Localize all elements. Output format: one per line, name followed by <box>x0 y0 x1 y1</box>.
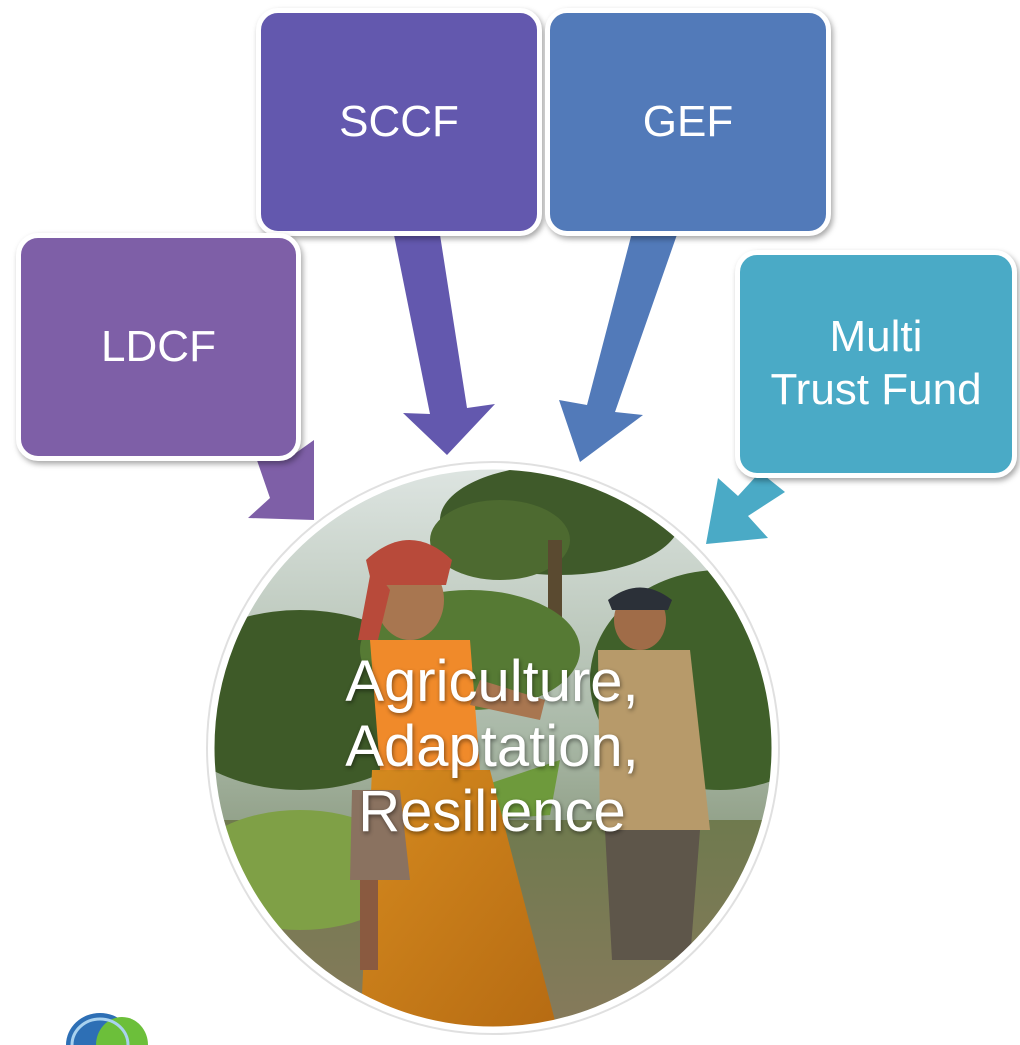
arrow-sccf <box>392 222 495 455</box>
fund-box-ldcf: LDCF <box>16 233 301 461</box>
fund-label-ldcf: LDCF <box>101 321 216 371</box>
hub-label: Agriculture, Adaptation, Resilience <box>345 649 639 844</box>
arrow-multi <box>706 472 785 544</box>
fund-label-multi-trust-fund: Multi Trust Fund <box>770 312 982 414</box>
fund-box-sccf: SCCF <box>256 8 542 236</box>
fund-label-sccf: SCCF <box>339 96 459 146</box>
globe-logo-icon <box>66 1013 148 1045</box>
fund-box-multi-trust-fund: Multi Trust Fund <box>735 250 1017 478</box>
arrow-gef <box>559 225 680 462</box>
fund-label-gef: GEF <box>642 96 734 146</box>
hub-circle-border <box>207 462 779 1034</box>
fund-box-gef: GEF <box>545 8 831 236</box>
